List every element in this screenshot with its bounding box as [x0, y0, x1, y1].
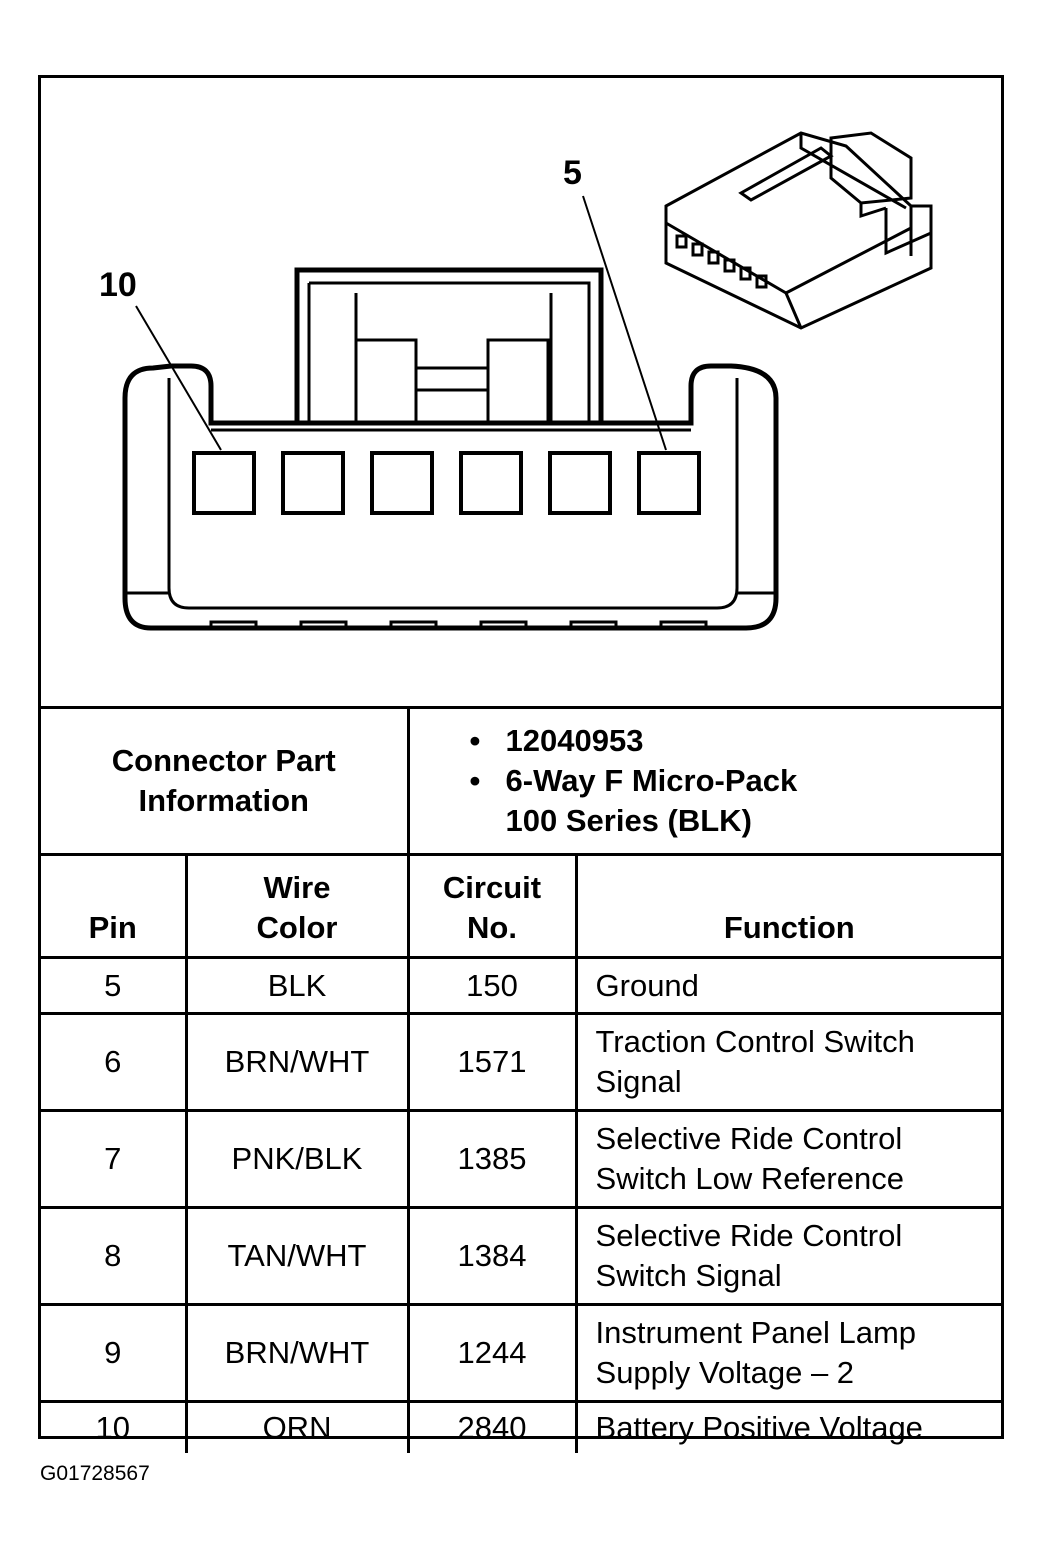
connector-part-info-label: Connector Part Information	[41, 706, 410, 856]
callout-label-pin-5: 5	[563, 154, 582, 192]
pin-cavities	[192, 451, 701, 515]
connector-part-info-value: •12040953 •6-Way F Micro-Pack 100 Series…	[406, 706, 1002, 856]
connector-isometric-icon	[664, 131, 933, 330]
header-pin: Pin	[41, 853, 188, 959]
connector-diagram: 10 5	[41, 78, 1001, 708]
connector-description: •6-Way F Micro-Pack	[469, 763, 798, 798]
header-function: Function	[574, 853, 1002, 959]
table-row: 5 BLK 150 Ground	[41, 956, 1002, 1015]
part-number: •12040953	[469, 723, 644, 758]
figure-id: G01728567	[40, 1462, 150, 1485]
callout-label-pin-10: 10	[99, 266, 137, 304]
diagram-frame: 10 5 Connector Part Information •1204095…	[38, 75, 1004, 1453]
connector-part-info-row: Connector Part Information •12040953 •6-…	[41, 706, 1002, 856]
table-row: 10 ORN 2840 Battery Positive Voltage	[41, 1400, 1002, 1453]
connector-face-drawing: 10 5	[99, 131, 933, 631]
connector-pinout-table: Connector Part Information •12040953 •6-…	[41, 706, 1002, 1453]
